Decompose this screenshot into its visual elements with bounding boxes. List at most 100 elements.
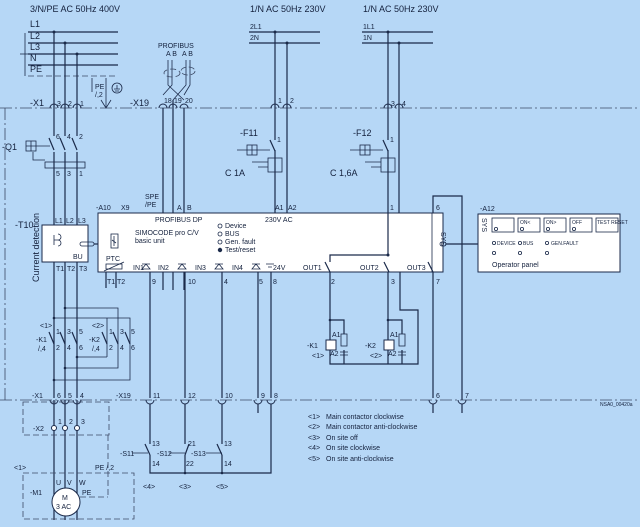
x2-enclosure [22, 401, 110, 436]
pe-ref-page: /,2 [95, 92, 103, 99]
pe-ref-label: PE [95, 84, 105, 91]
s11-bot: 14 [152, 461, 160, 468]
t10-output: T2 [67, 266, 75, 273]
q1-pin: 5 [56, 171, 60, 178]
f11-rating: C 1A [225, 168, 245, 178]
x19-top-term: 18 [164, 98, 172, 105]
s13-top: 13 [224, 441, 232, 448]
output-out1: OUT1 [303, 265, 322, 272]
operator-panel-leds: DEVICE BUS GEN.FAULT [491, 240, 578, 255]
main-supply-label: 3/N/PE AC 50Hz 400V [30, 4, 120, 14]
k1-a1: A1 [332, 332, 341, 339]
aux-busbars [249, 30, 433, 45]
a10-sys-label: SYS [439, 232, 446, 246]
q1-pin: 2 [79, 134, 83, 141]
aux-term: 1 [278, 98, 282, 105]
bu-connector-cable [79, 241, 98, 247]
profibus-ab-in: A B [166, 51, 177, 58]
q1-pin: 1 [79, 171, 83, 178]
k2-tag: <2> [92, 323, 104, 330]
profibus-ab-out: A B [182, 51, 193, 58]
motor-u: U [56, 480, 61, 487]
motor-pe-ref: PE /,2 [95, 465, 114, 472]
profibus-b-pin: B [187, 205, 192, 212]
a10-term: 2 [331, 279, 335, 286]
aux-term: 2 [290, 98, 294, 105]
k1-pin: 2 [56, 345, 60, 352]
a10-bus-label: PROFIBUS DP [155, 217, 203, 224]
x1-top-term: 3 [57, 101, 61, 108]
t10-bu: BU [73, 254, 83, 261]
s12-label: -S12 [157, 451, 172, 458]
aux1-l-label: 2L1 [250, 24, 262, 31]
aux2-l-label: 1L1 [363, 24, 375, 31]
panel-button-label: OFF [572, 220, 582, 226]
sys-loop-wire [432, 195, 463, 400]
a10-bottom-terms: T1 T2 9 10 4 5 8 2 3 7 [105, 272, 440, 398]
spe-label: SPE [145, 194, 159, 201]
panel-button-label: TEST RESET [597, 220, 628, 226]
f12-pin: 1 [390, 137, 394, 144]
motor-pe: PE [82, 490, 92, 497]
a10-pin-6: 6 [436, 205, 440, 212]
input-in1: IN1 [133, 265, 144, 272]
sys-port [431, 212, 444, 273]
legend-tag: <1> [308, 414, 320, 421]
ptc-label: PTC [106, 256, 120, 263]
motor-enclosure [22, 472, 135, 520]
t10-input: L2 [66, 218, 74, 225]
output-relay-contacts [324, 213, 434, 273]
x19-bottom-term: 6 [436, 393, 440, 400]
legend-text: On site anti-clockwise [326, 456, 394, 463]
k2-label: -K2 [89, 337, 100, 344]
ptc-thermistor-icon [103, 233, 125, 272]
a10-pin-1: 1 [390, 205, 394, 212]
led-icon [217, 239, 223, 245]
input-in2: IN2 [158, 265, 169, 272]
x1-bottom-term: 5 [68, 393, 72, 400]
power-wires [53, 32, 400, 520]
input-24v: 24V [273, 265, 286, 272]
bus-label-n: N [30, 53, 37, 63]
panel-button-test-reset [595, 217, 619, 233]
f11-label: -F11 [240, 128, 258, 138]
x2-terminals [51, 425, 80, 431]
x1-bottom-term: 4 [80, 393, 84, 400]
s12-bot: 22 [186, 461, 194, 468]
x1-bottom-label: -X1 [32, 393, 43, 400]
a10-term: 10 [188, 279, 196, 286]
legend: <1> Main contactor clockwise <2> Main co… [308, 414, 418, 463]
t10-input: L1 [55, 218, 63, 225]
f11-pin: 1 [277, 137, 281, 144]
legend-tag: <3> [308, 435, 320, 442]
motor-ac: 3 AC [56, 504, 71, 511]
k2-a1: A1 [390, 332, 399, 339]
f12-label: -F12 [353, 128, 372, 138]
a10-term: T1 [107, 279, 115, 286]
a12-sys-label: SYS [480, 218, 487, 232]
panel-led-bus: BUS [523, 241, 534, 247]
panel-button-label: ON> [546, 220, 557, 226]
input-diode-icons [141, 263, 274, 270]
legend-tag: <5> [308, 456, 320, 463]
s11-label: -S11 [120, 451, 134, 458]
reversing-contactor-wiring [48, 306, 131, 382]
main-busbars [20, 30, 118, 77]
a10-device-sub: basic unit [135, 238, 165, 245]
spe-pe-label: /PE [145, 202, 157, 209]
simocode-basic-unit [97, 212, 444, 273]
x19-bottom-term: 8 [274, 393, 278, 400]
aux-supply-2-label: 1/N AC 50Hz 230V [363, 4, 439, 14]
panel-button [491, 217, 515, 233]
aux-term: 3 [391, 101, 395, 108]
x1-bottom-term: 6 [57, 393, 61, 400]
output-out3: OUT3 [407, 265, 426, 272]
k1-pin: 3 [67, 329, 71, 336]
x19-bottom-term: 12 [188, 393, 196, 400]
k1-coil-label: -K1 [307, 343, 318, 350]
legend-text: Main contactor clockwise [326, 414, 404, 421]
t10-label: -T10 [15, 220, 34, 230]
sys-cable [439, 241, 478, 247]
profibus-a-pin: A [177, 205, 182, 212]
